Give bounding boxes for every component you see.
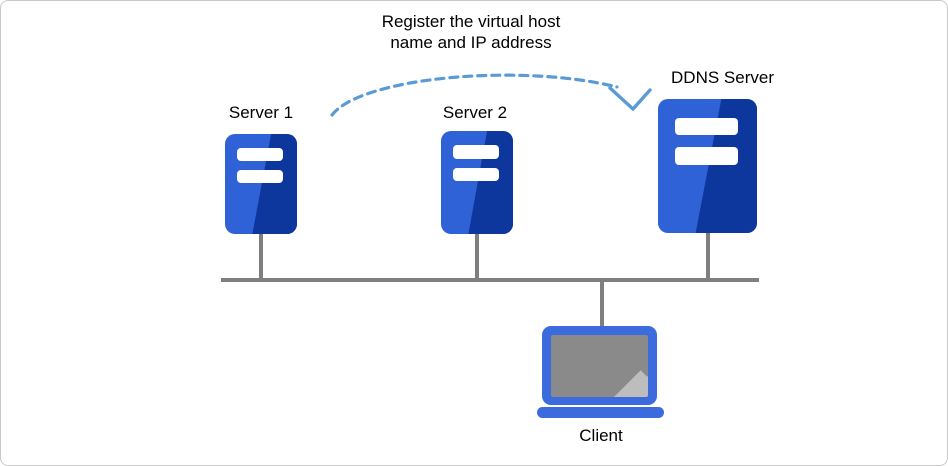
server1-icon [225, 134, 297, 234]
network-bus-line [221, 278, 759, 282]
client-label: Client [579, 426, 623, 445]
annotation-line-1: Register the virtual host [381, 12, 561, 31]
annotation-line-2: name and IP address [390, 33, 552, 52]
laptop-screen [551, 335, 648, 397]
server2-slot-bar [453, 168, 500, 182]
server1-label: Server 1 [228, 103, 294, 122]
client-laptop-icon [542, 326, 657, 405]
server2-slot-bar [453, 145, 500, 159]
laptop-base [537, 407, 664, 418]
arrowhead-icon [608, 86, 652, 112]
server1-slot-bar [237, 148, 284, 161]
server1-link-line [259, 234, 263, 278]
client-link-line [600, 282, 604, 328]
ddns-link-line [706, 233, 710, 278]
server2-label: Server 2 [442, 103, 508, 122]
ddns-slot-bar [674, 147, 739, 165]
server1-slot-bar [237, 170, 284, 183]
ddns-slot-bar [674, 117, 739, 136]
annotation-text: Register the virtual host name and IP ad… [321, 11, 621, 53]
server2-icon [441, 131, 513, 234]
ddns-server-icon [658, 99, 757, 233]
ddns-server-label: DDNS Server [671, 68, 774, 87]
server2-link-line [475, 234, 479, 278]
